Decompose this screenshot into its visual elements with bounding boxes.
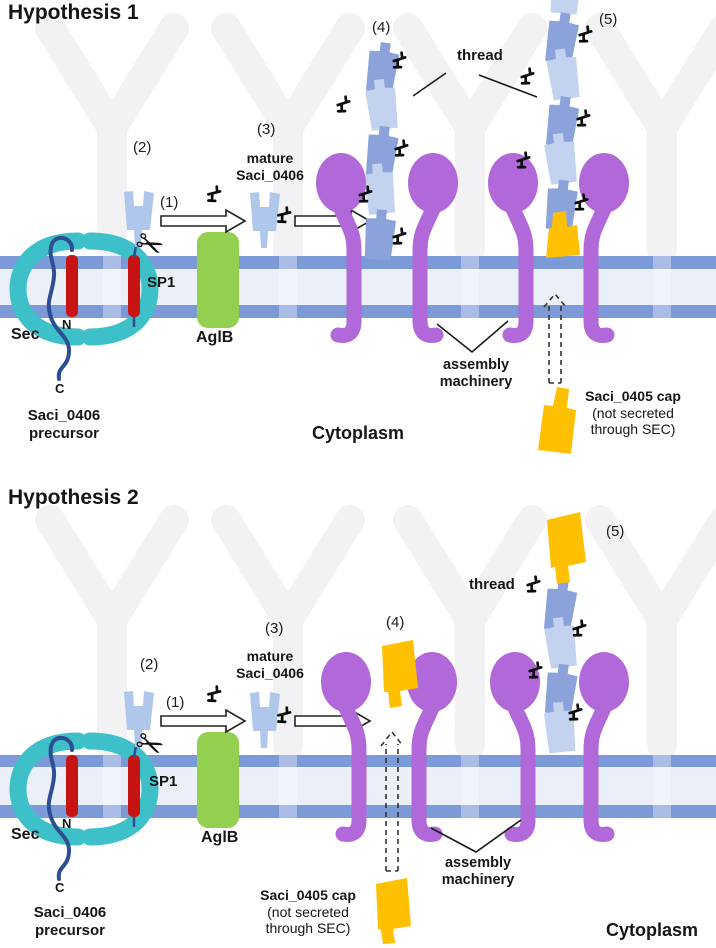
cap-docked-h1 [546,211,580,258]
h1-precursor-label: Saci_0406 precursor [8,407,120,443]
h2-step-1: (1) [166,694,185,711]
h2-cap-line2: (not secreted [267,903,349,920]
h1-step-1: (1) [160,194,179,211]
h2-c-terminus: C [55,880,65,895]
thread-5-h1 [542,0,583,232]
h1-cap-line1: Saci_0405 cap [585,388,681,404]
watermark-overlay [103,256,671,818]
h1-precursor-line1: Saci_0406 [27,407,101,424]
h2-cap-label: Saci_0405 cap (not secreted through SEC) [252,887,364,937]
h2-assembly-line2: machinery [441,872,515,888]
pointer-lines [412,72,538,853]
h2-title: Hypothesis 2 [8,486,139,509]
dashed-arrow-h1 [543,292,567,384]
h1-cytoplasm-label: Cytoplasm [312,423,405,443]
h1-aglb-label: AglB [196,329,234,346]
h2-assembly-label: assembly machinery [428,855,528,889]
h1-cap-label: Saci_0405 cap (not secreted through SEC) [577,388,689,438]
h2-cytoplasm-label: Cytoplasm [606,920,699,940]
h1-assembly-line2: machinery [439,374,513,390]
h2-cap-line3: through SEC) [265,920,351,936]
h2-cap-line1: Saci_0405 cap [260,887,356,903]
h2-step-2: (2) [140,656,159,673]
h2-mature-line1: mature [246,648,294,664]
cap-docked-h2 [382,640,418,708]
h2-thread-label: thread [469,576,515,593]
h1-step-5: (5) [599,11,618,28]
h2-sp1-label: SP1 [149,773,178,790]
h1-sp1-label: SP1 [147,274,176,291]
h1-thread-label: thread [457,47,503,64]
h2-precursor-label: Saci_0406 precursor [14,904,126,940]
h1-c-terminus: C [55,381,65,396]
h1-cap-line2: (not secreted [592,404,674,421]
h2-sec-label: Sec [11,826,40,843]
h1-sec-label: Sec [11,326,40,343]
h2-mature-line2: Saci_0406 [236,665,304,681]
cap-free-h2 [376,878,411,944]
h2-step-4: (4) [386,614,405,631]
h1-assembly-line1: assembly [442,357,510,373]
h1-cap-line3: through SEC) [590,421,676,437]
h2-precursor-line1: Saci_0406 [33,904,107,921]
h2-step-5: (5) [606,523,625,540]
cap-on-thread-h2 [547,512,586,584]
h1-mature-line1: mature [246,150,294,166]
h2-mature-label: mature Saci_0406 [224,648,316,682]
h1-n-terminus: N [62,317,72,332]
h1-step-3: (3) [257,121,276,138]
dashed-arrow-h2 [380,730,404,872]
thread-5-h2 [541,578,579,754]
h1-assembly-label: assembly machinery [426,357,526,391]
thread-4-h1 [361,40,401,261]
h2-step-3: (3) [265,620,284,637]
h1-mature-line2: Saci_0406 [236,167,304,183]
h2-assembly-line1: assembly [444,855,512,871]
cap-free-h1 [538,387,576,454]
watermark-y-pattern [35,13,716,760]
h1-mature-label: mature Saci_0406 [224,150,316,184]
h2-aglb-label: AglB [201,829,239,846]
h2-n-terminus: N [62,816,72,831]
h2-precursor-line2: precursor [34,922,106,939]
h1-step-2: (2) [133,139,152,156]
h1-step-4: (4) [372,19,391,36]
h1-precursor-line2: precursor [28,425,100,442]
h1-title: Hypothesis 1 [8,1,139,24]
